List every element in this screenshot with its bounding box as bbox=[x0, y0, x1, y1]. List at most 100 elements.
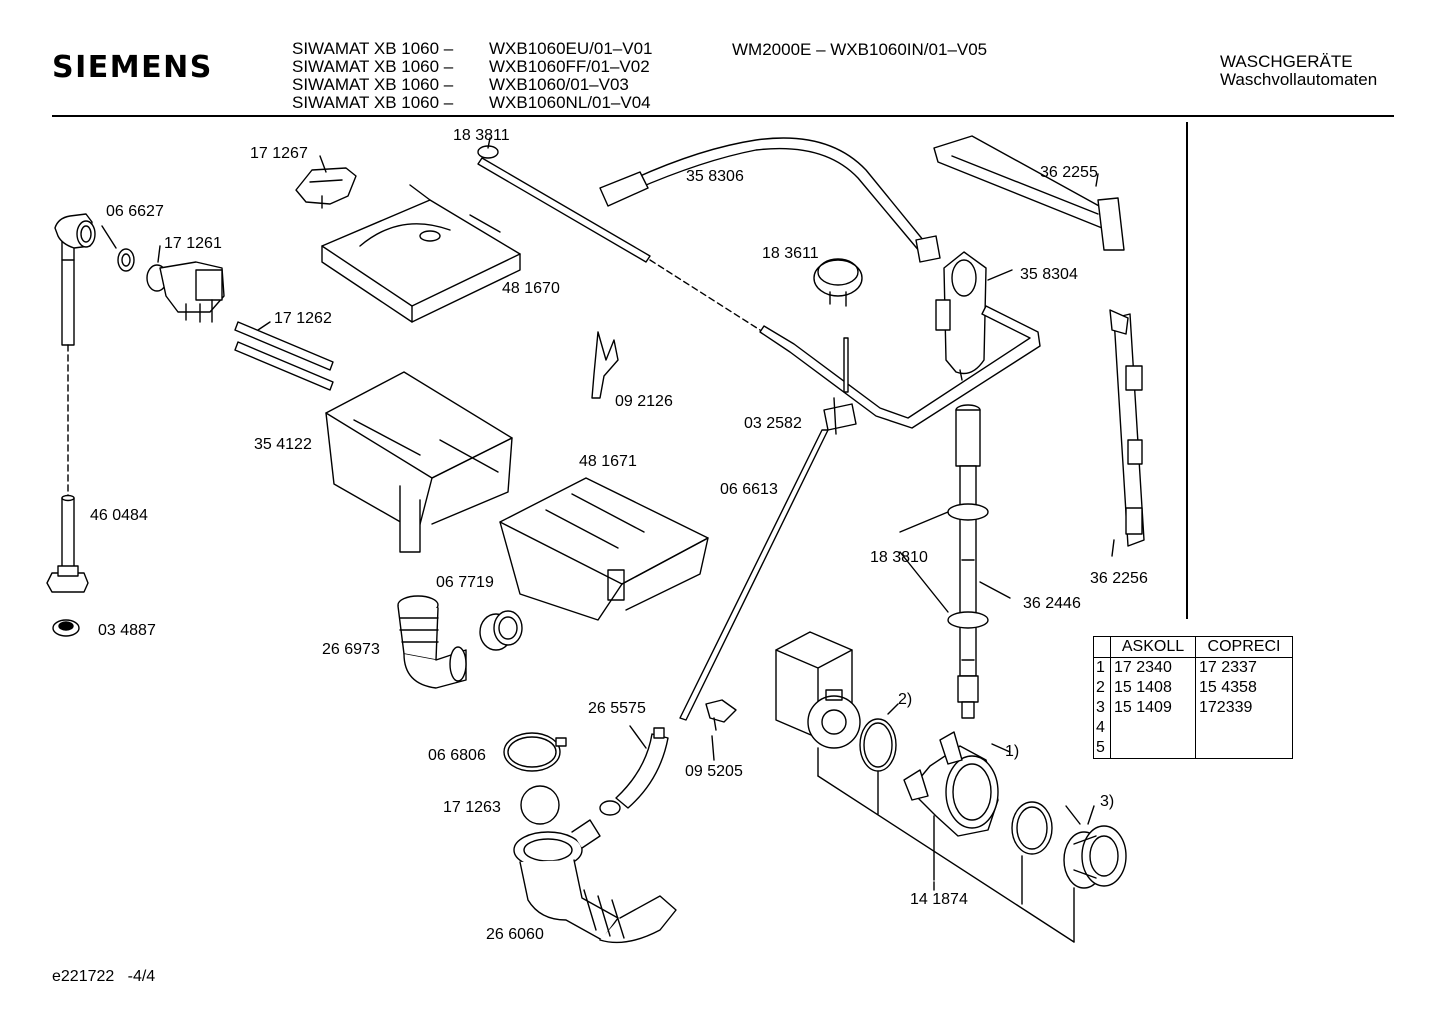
table-header-askoll: ASKOLL bbox=[1110, 636, 1196, 658]
hose-clip-part bbox=[823, 397, 857, 435]
model-code: WXB1060NL/01–V04 bbox=[489, 93, 651, 112]
part-label: 06 6806 bbox=[428, 747, 486, 764]
part-label: 17 1263 bbox=[443, 799, 501, 816]
part-label: 36 2255 bbox=[1040, 164, 1098, 181]
model-code: WXB1060FF/01–V02 bbox=[489, 57, 650, 76]
model-name: SIWAMAT XB 1060 – bbox=[292, 57, 454, 76]
part-label: 17 1267 bbox=[250, 145, 308, 162]
model-row: SIWAMAT XB 1060 – WXB1060NL/01–V04 bbox=[292, 94, 653, 112]
variant-model: WM2000E – WXB1060IN/01–V05 bbox=[732, 40, 988, 59]
copreci-value: 15 4358 bbox=[1195, 678, 1293, 698]
table-row: 1 17 2340 17 2337 bbox=[1094, 657, 1293, 678]
model-row: SIWAMAT XB 1060 – WXB1060/01–V03 bbox=[292, 76, 653, 94]
pump-filter-part bbox=[1063, 825, 1127, 889]
small-clip-part bbox=[705, 699, 737, 731]
model-code: WXB1060EU/01–V01 bbox=[489, 39, 653, 58]
drain-bend-hose-part bbox=[599, 727, 669, 816]
seal-washer-part bbox=[52, 619, 80, 637]
vertical-hose-part bbox=[947, 404, 989, 719]
copreci-value: 172339 bbox=[1195, 698, 1293, 718]
float-ball-part bbox=[520, 785, 560, 825]
bellows-hose-part bbox=[397, 595, 467, 689]
row-index: 2 bbox=[1096, 679, 1105, 696]
table-header-index bbox=[1093, 636, 1111, 658]
part-label: 36 2446 bbox=[1023, 595, 1081, 612]
callout-label: 2) bbox=[898, 691, 912, 708]
vertical-divider bbox=[1186, 122, 1188, 619]
vendor-table-header: ASKOLL COPRECI bbox=[1093, 636, 1293, 658]
pump-housing-part bbox=[903, 731, 999, 837]
part-label: 09 2126 bbox=[615, 393, 673, 410]
side-rail-part bbox=[1109, 309, 1145, 557]
model-name: SIWAMAT XB 1060 – bbox=[292, 93, 454, 112]
o-ring-part bbox=[859, 718, 897, 772]
dispenser-insert-part bbox=[499, 477, 709, 621]
part-label: 35 4122 bbox=[254, 436, 312, 453]
assembly-lines bbox=[817, 747, 1075, 943]
model-row: SIWAMAT XB 1060 – WXB1060EU/01–V01 bbox=[292, 40, 653, 58]
part-label: 36 2256 bbox=[1090, 570, 1148, 587]
fork-clip-part bbox=[591, 331, 619, 399]
part-label: 06 6613 bbox=[720, 481, 778, 498]
inlet-valve-part bbox=[146, 261, 225, 323]
askoll-value: 17 2340 bbox=[1110, 657, 1196, 678]
part-label: 48 1670 bbox=[502, 280, 560, 297]
gasket-ring-part bbox=[117, 248, 135, 272]
overflow-hose-part bbox=[599, 137, 941, 263]
mounting-rail-part bbox=[933, 135, 1125, 251]
header-divider bbox=[52, 115, 1394, 117]
part-label: 06 6627 bbox=[106, 203, 164, 220]
model-name: SIWAMAT XB 1060 – bbox=[292, 39, 454, 58]
askoll-value bbox=[1110, 718, 1196, 738]
part-label: 26 6060 bbox=[486, 926, 544, 943]
part-label: 03 4887 bbox=[98, 622, 156, 639]
copreci-value: 17 2337 bbox=[1195, 657, 1293, 678]
table-row: 2 15 1408 15 4358 bbox=[1094, 678, 1293, 698]
table-header-copreci: COPRECI bbox=[1195, 636, 1293, 658]
table-row: 5 bbox=[1094, 738, 1293, 759]
sump-hose-part bbox=[513, 819, 677, 944]
copreci-value bbox=[1195, 738, 1293, 759]
category-block: WASCHGERÄTE Waschvollautomaten bbox=[1220, 53, 1377, 89]
part-label: 18 3810 bbox=[870, 549, 928, 566]
part-label: 35 8304 bbox=[1020, 266, 1078, 283]
part-label: 18 3611 bbox=[762, 245, 819, 262]
part-label: 48 1671 bbox=[579, 453, 637, 470]
vendor-table: ASKOLL COPRECI 1 17 2340 17 2337 2 15 14… bbox=[1093, 636, 1293, 759]
part-label: 17 1262 bbox=[274, 310, 332, 327]
model-code: WXB1060/01–V03 bbox=[489, 75, 629, 94]
table-row: 4 bbox=[1094, 718, 1293, 738]
leader-lines bbox=[101, 137, 1099, 891]
dispenser-drawer-part bbox=[325, 371, 513, 553]
askoll-value bbox=[1110, 738, 1196, 759]
dispenser-top-part bbox=[321, 184, 521, 323]
callout-label: 1) bbox=[1005, 743, 1019, 760]
brand-logo: SIEMENS bbox=[52, 50, 213, 85]
part-label: 18 3811 bbox=[453, 127, 510, 144]
bracket-clip-part bbox=[295, 167, 357, 209]
part-label: 14 1874 bbox=[910, 891, 968, 908]
hose-foot-part bbox=[46, 494, 89, 593]
copreci-value bbox=[1195, 718, 1293, 738]
part-label: 26 6973 bbox=[322, 641, 380, 658]
askoll-value: 15 1408 bbox=[1110, 678, 1196, 698]
askoll-value: 15 1409 bbox=[1110, 698, 1196, 718]
elbow-connector-part bbox=[935, 251, 987, 381]
category-subtitle: Waschvollautomaten bbox=[1220, 70, 1378, 89]
part-label: 06 7719 bbox=[436, 574, 494, 591]
filter-gasket-part bbox=[1011, 801, 1053, 855]
model-list: SIWAMAT XB 1060 – WXB1060EU/01–V01 SIWAMA… bbox=[292, 40, 653, 112]
model-name: SIWAMAT XB 1060 – bbox=[292, 75, 454, 94]
row-index: 5 bbox=[1096, 739, 1105, 756]
hose-clamp-part bbox=[503, 732, 567, 772]
row-index: 1 bbox=[1096, 659, 1105, 676]
short-tubes-part bbox=[234, 321, 334, 391]
dashed-leader bbox=[649, 259, 761, 331]
inlet-elbow-part bbox=[54, 213, 96, 346]
row-index: 3 bbox=[1096, 699, 1105, 716]
part-label: 26 5575 bbox=[588, 700, 646, 717]
document-reference: e221722 -4/4 bbox=[52, 968, 156, 985]
part-label: 17 1261 bbox=[164, 235, 222, 252]
sleeve-ring-part bbox=[479, 610, 523, 651]
